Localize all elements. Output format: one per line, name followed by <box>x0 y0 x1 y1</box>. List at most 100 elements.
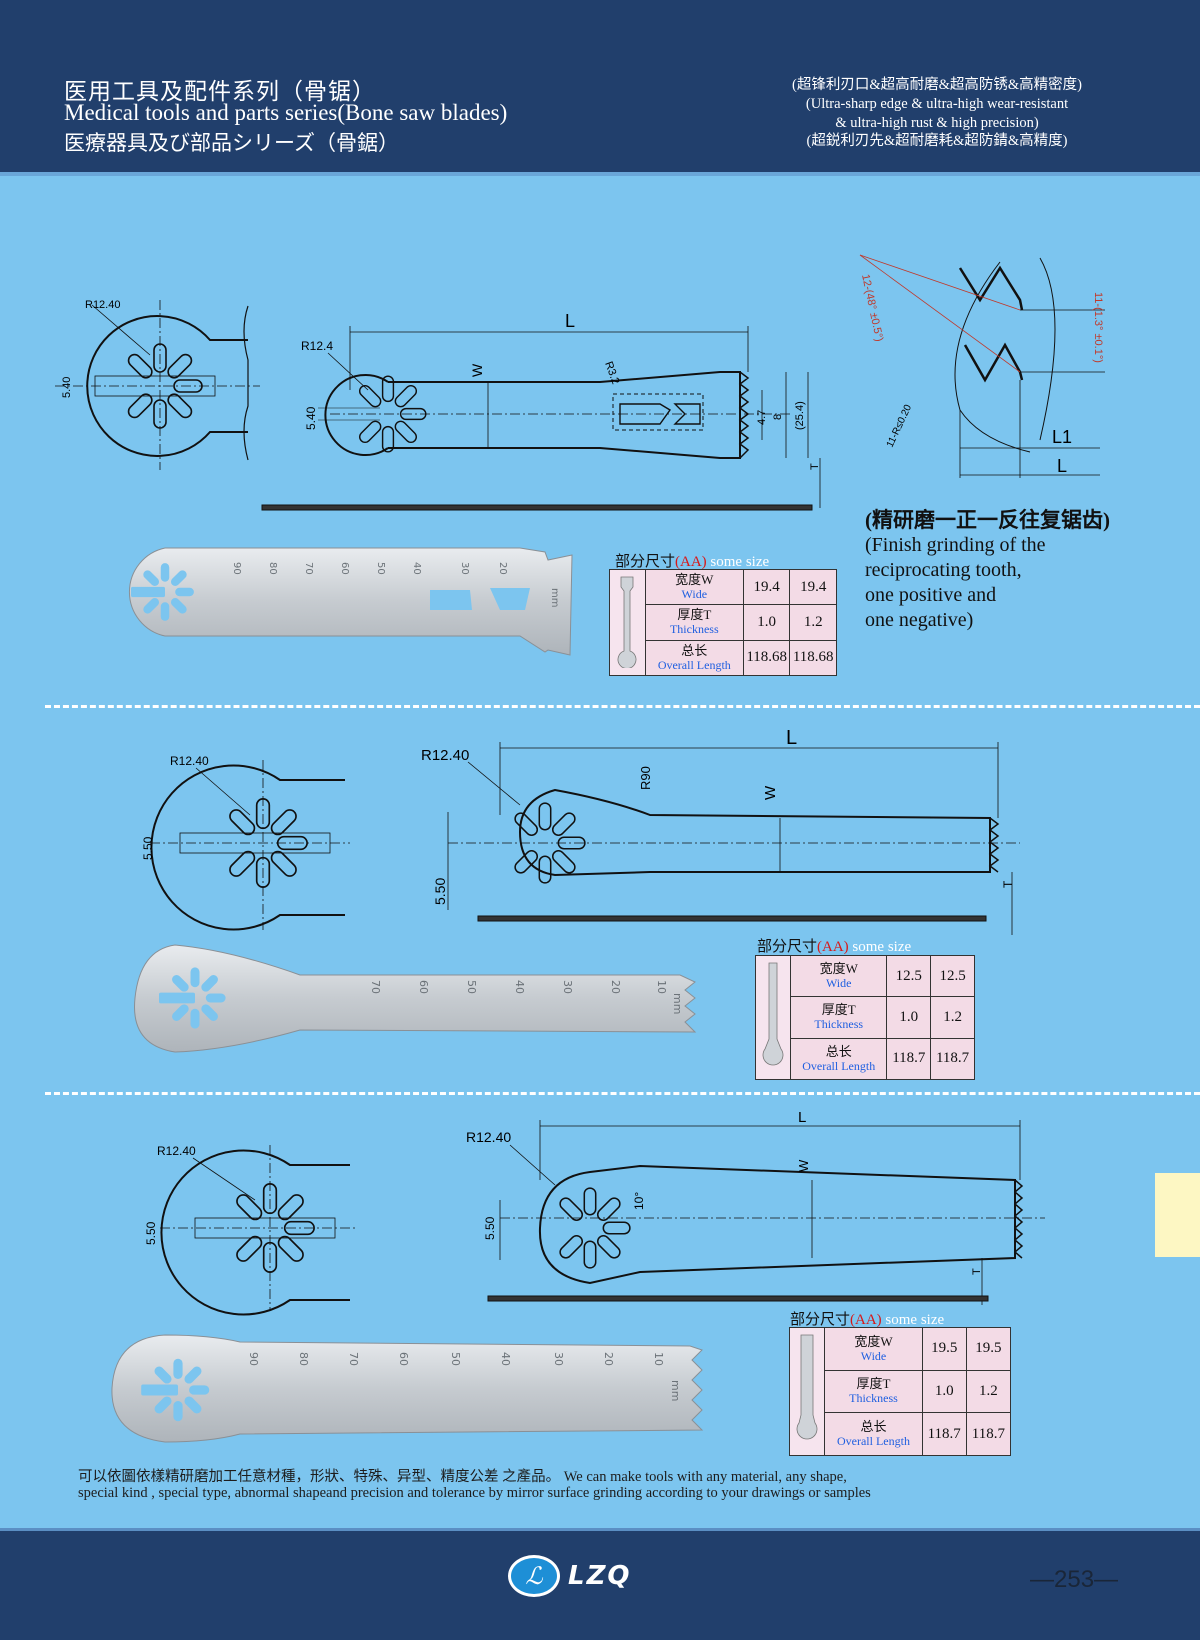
s1-tooth-radius: 11-R≤0.20 <box>885 403 915 450</box>
section3-blade-drawing: L W R12.40 10° 5.50 T <box>466 1109 1045 1305</box>
s3-scale-40: 40 <box>499 1352 512 1366</box>
custom-note-line-2: special kind , special type, abnormal sh… <box>78 1485 871 1501</box>
s2-size-heading: 部分尺寸(AA) some size <box>757 935 911 956</box>
section3-detail-hub: R12.40 5.50 <box>144 1144 355 1316</box>
s1-scale-60: 60 <box>339 562 350 575</box>
section1-blade-photo: 90 80 70 60 50 40 30 20 mm <box>128 547 573 656</box>
label-cn: 厚度T <box>677 607 712 623</box>
s1-scale-80: 80 <box>267 562 278 575</box>
s1-blade-thumbnail <box>609 569 646 676</box>
s2-wide-v2: 12.5 <box>930 954 975 998</box>
section3-blade-photo: 90 80 70 60 50 40 30 20 10 mm <box>111 1334 704 1443</box>
grinding-note: (精研磨一正一反往复锯齿) (Finish grinding of the re… <box>865 508 1110 633</box>
s1-tooth-8: 8 <box>772 414 784 420</box>
s3-length-v2: 118.7 <box>965 1412 1012 1456</box>
logo-text: LZQ <box>568 1561 632 1591</box>
custom-note-line-1: 可以依圖依樣精研磨加工任意材種，形狀、特殊、异型、精度公差 之產品。 We ca… <box>78 1469 847 1485</box>
s2-length-v2: 118.7 <box>930 1037 975 1081</box>
s1-small-width: 5.40 <box>61 377 73 398</box>
s1-scale-50: 50 <box>375 562 386 575</box>
s2-thickness-v1: 1.0 <box>886 996 932 1039</box>
s1-tooth-angle-2: 11-(1.3° ±0.1°) <box>1092 292 1104 363</box>
s2-small-radius: R12.40 <box>170 754 209 768</box>
s2-width-label: W <box>762 785 779 800</box>
s2-blade-thumbnail <box>754 955 792 1080</box>
page-header: 医用工具及配件系列（骨锯） Medical tools and parts se… <box>0 0 1200 176</box>
s1-length-label: L <box>565 311 575 331</box>
s2-wide-v1: 12.5 <box>886 954 932 998</box>
s2-scale-30: 30 <box>561 980 574 994</box>
s1-wide-v1: 19.4 <box>742 568 791 606</box>
s1-size-heading-en: some size <box>710 554 770 570</box>
s1-scale-mm: mm <box>549 588 560 607</box>
lzq-logo-icon: ℒ <box>508 1555 560 1597</box>
s2-small-width: 5.50 <box>141 836 155 860</box>
s2-thickness-v2: 1.2 <box>930 996 975 1039</box>
s3-scale-20: 20 <box>602 1352 615 1366</box>
s2-scale-50: 50 <box>465 980 478 994</box>
label-en: Overall Length <box>657 657 731 672</box>
blade-thumb-icon <box>796 1334 818 1440</box>
label-cn: 总长 <box>825 1043 852 1059</box>
label-cn: 厚度T <box>856 1376 891 1392</box>
section2-blade-photo: 70 60 50 40 30 20 10 mm <box>134 944 697 1053</box>
grinding-note-en-1: (Finish grinding of the <box>865 534 1046 556</box>
grinding-note-en-2: reciprocating tooth, <box>865 559 1022 581</box>
s2-scale-20: 20 <box>609 980 622 994</box>
s3-scale-70: 70 <box>347 1352 360 1366</box>
s3-scale-60: 60 <box>397 1352 410 1366</box>
s3-thickness-label: T <box>971 1268 983 1275</box>
s1-scale-90: 90 <box>231 562 242 575</box>
s3-scale-90: 90 <box>247 1352 260 1366</box>
s2-size-heading-cn: 部分尺寸 <box>757 939 818 955</box>
s1-length-v1: 118.68 <box>742 639 791 677</box>
label-cn: 宽度W <box>854 1333 893 1349</box>
section2-detail-hub: R12.40 5.50 <box>141 754 350 931</box>
s2-scale-mm: mm <box>671 993 684 1014</box>
section-divider-1 <box>45 705 1200 708</box>
s1-scale-20: 20 <box>497 562 508 575</box>
page-number: —253— <box>1030 1566 1119 1593</box>
s3-scale-80: 80 <box>297 1352 310 1366</box>
label-en: Thickness <box>669 622 719 637</box>
s3-scale-10: 10 <box>652 1352 665 1366</box>
s3-small-radius: R12.40 <box>157 1144 196 1158</box>
s3-angle-label: 10° <box>632 1192 646 1210</box>
s2-r90-label: R90 <box>638 766 653 790</box>
s3-scale-50: 50 <box>449 1352 462 1366</box>
s3-blade-thumbnail <box>788 1327 826 1456</box>
section1-blade-drawing: L W R12.4 5.40 R3.2 4.7 8 (25.4) T <box>261 311 821 511</box>
s3-thickness-v2: 1.2 <box>965 1369 1012 1414</box>
s1-size-heading-cn: 部分尺寸 <box>615 554 676 570</box>
s2-main-radius: R12.40 <box>421 747 469 764</box>
blade-thumb-icon <box>617 576 637 669</box>
s2-length-label: L <box>786 727 797 749</box>
s3-wide-v1: 19.5 <box>921 1327 967 1371</box>
s2-thickness-label: T <box>1001 880 1015 888</box>
s3-size-heading-en: some size <box>885 1312 945 1328</box>
s3-main-radius: R12.40 <box>466 1129 511 1145</box>
s2-size-heading-en: some size <box>852 939 912 955</box>
s2-scale-40: 40 <box>513 980 526 994</box>
s1-wide-v2: 19.4 <box>789 568 837 606</box>
label-cn: 厚度T <box>821 1002 856 1018</box>
features-en-2: & ultra-high rust & high precision) <box>835 115 1039 131</box>
s1-tooth-4-7: 4.7 <box>756 410 768 425</box>
features-cn: (超锋利刃口&超高耐磨&超高防锈&高精密度) <box>792 77 1082 93</box>
s1-thickness-v1: 1.0 <box>742 604 791 641</box>
s3-size-heading: 部分尺寸(AA) some size <box>790 1308 944 1329</box>
s3-wide-v2: 19.5 <box>965 1327 1012 1371</box>
